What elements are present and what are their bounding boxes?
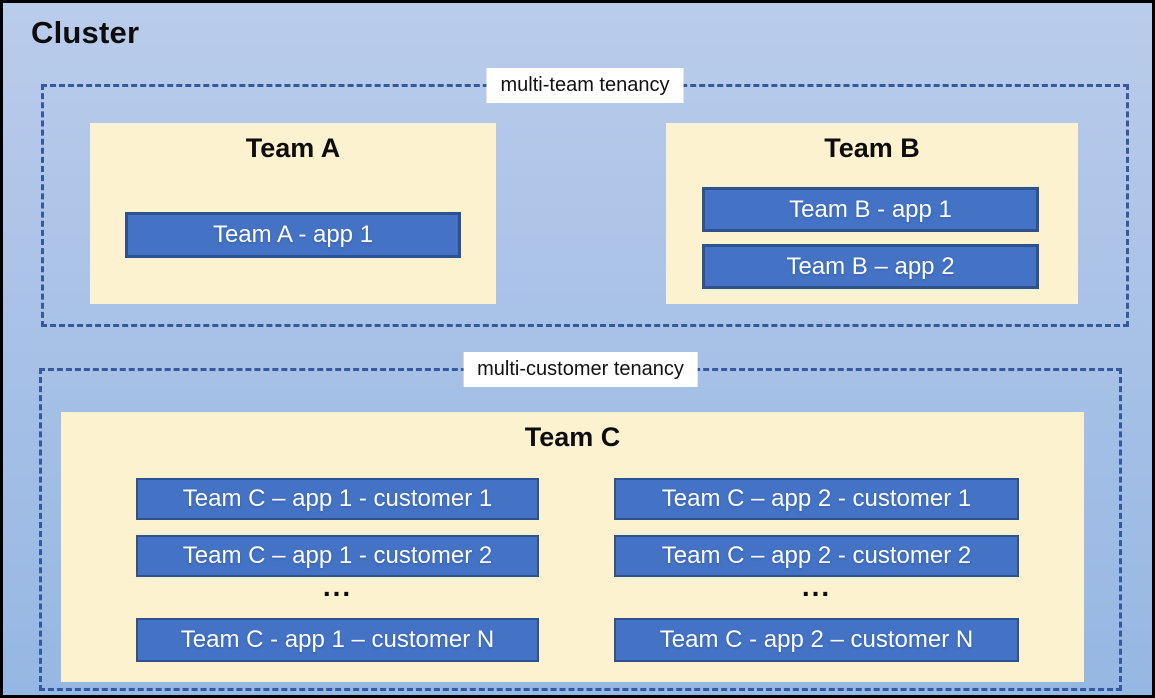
team-c-app2-ellipsis: ... [801,571,832,602]
team-c-panel: Team C Team C – app 1 - customer 1 Team … [61,412,1084,682]
cluster-title: Cluster [31,15,140,50]
team-c-app2-customerN-box: Team C - app 2 – customer N [614,618,1019,662]
team-b-app1-box: Team B - app 1 [702,187,1039,232]
team-c-app2-customer2-box: Team C – app 2 - customer 2 [614,535,1019,577]
team-a-title: Team A [245,133,341,163]
team-b-app2-box: Team B – app 2 [702,244,1039,289]
team-c-app1-customer2-box: Team C – app 1 - customer 2 [136,535,539,577]
team-b-panel: Team B Team B - app 1 Team B – app 2 [666,123,1078,304]
team-a-app1-box: Team A - app 1 [125,212,461,258]
multi-customer-tenancy-label: multi-customer tenancy [463,352,698,387]
team-b-title: Team B [824,133,920,163]
team-a-panel: Team A Team A - app 1 [90,123,496,304]
team-c-app2-customer1-box: Team C – app 2 - customer 1 [614,478,1019,520]
multi-team-tenancy-label: multi-team tenancy [486,68,684,103]
multi-team-tenancy-boundary: multi-team tenancy Team A Team A - app 1… [41,68,1129,327]
multi-customer-tenancy-boundary: multi-customer tenancy Team C Team C – a… [39,352,1122,691]
team-c-app1-customer1-box: Team C – app 1 - customer 1 [136,478,539,520]
team-c-app1-customerN-box: Team C - app 1 – customer N [136,618,539,662]
team-c-title: Team C [524,422,621,452]
team-c-app1-ellipsis: ... [322,571,353,602]
